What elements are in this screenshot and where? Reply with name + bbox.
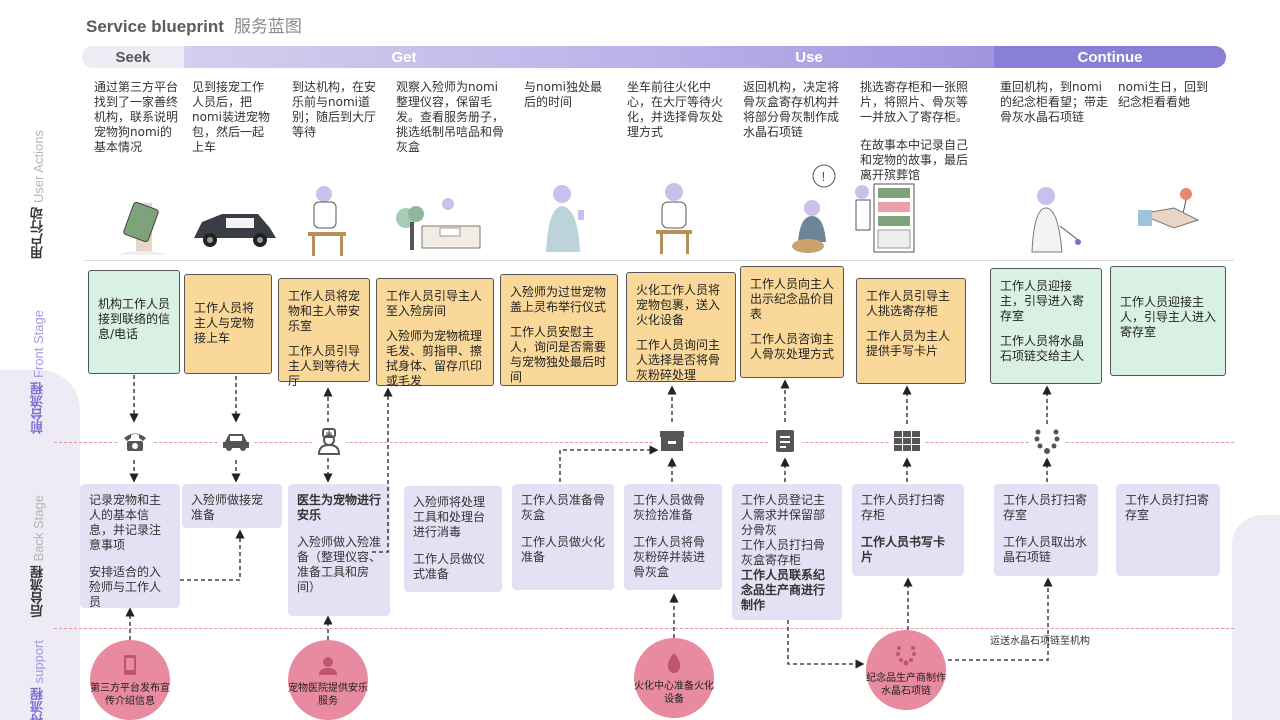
user-action-2: 见到接宠工作人员后，把nomi装进宠物包，然后一起上车 bbox=[192, 80, 270, 154]
phase-use: Use bbox=[624, 46, 994, 68]
doctor-icon bbox=[319, 657, 337, 675]
back-box-7: 工作人员登记主人需求并保留部分骨灰工作人员打扫骨灰盒寄存柜工作人员联系纪念品生产… bbox=[732, 484, 842, 620]
hand-flower-illustration bbox=[1138, 188, 1200, 229]
user-action-9: 重回机构，到nomi的纪念柜看望；带走骨灰水晶石项链 bbox=[1000, 80, 1109, 124]
mobile-phone-icon bbox=[124, 655, 136, 675]
flame-icon bbox=[667, 653, 681, 673]
back-box-4: 入殓师将处理工具和处理台进行消毒工作人员做仪式准备 bbox=[404, 486, 502, 592]
car-illustration bbox=[194, 214, 276, 247]
front-note-1: 机构工作人员接到联络的信息/电话 bbox=[88, 270, 180, 374]
user-action-10: nomi生日，回到纪念柜看看她 bbox=[1118, 80, 1208, 109]
desk-illustration bbox=[396, 198, 481, 250]
telephone-icon bbox=[118, 424, 152, 458]
right-decoration-band bbox=[1232, 515, 1280, 720]
phase-continue: Continue bbox=[994, 46, 1226, 68]
back-box-2: 入殓师做接宠准备 bbox=[182, 484, 282, 528]
car-icon bbox=[219, 424, 253, 458]
transport-necklace-label: 运送水晶石项链至机构 bbox=[990, 636, 1090, 647]
front-note-7: 工作人员向主人出示纪念品价目表工作人员咨询主人骨灰处理方式 bbox=[740, 266, 844, 378]
lane-label-back-stage: 后台流程 Back Stage bbox=[31, 495, 46, 618]
back-box-1: 记录宠物和主人的基本信息，并记录注意事项安排适合的入殓师与工作人员 bbox=[80, 484, 180, 609]
front-note-2: 工作人员将主人与宠物接上车 bbox=[184, 274, 272, 374]
svg-text:!: ! bbox=[821, 170, 826, 184]
user-action-4: 观察入殓师为nomi整理仪容，保留毛发。查看服务册子，挑选纸制吊唁品和骨灰盒 bbox=[396, 80, 505, 154]
back-box-9: 工作人员打扫寄存室工作人员取出水晶石项链 bbox=[994, 484, 1098, 576]
support-pet-hospital: 宠物医院提供安乐服务 bbox=[288, 640, 368, 720]
person-standing-illustration bbox=[546, 185, 584, 252]
back-box-3: 医生为宠物进行安乐入殓师做入殓准备（整理仪容、准备工具和房间） bbox=[288, 484, 390, 616]
phase-seek: Seek bbox=[82, 46, 184, 68]
necklace-icon bbox=[1030, 424, 1064, 458]
back-box-8: 工作人员打扫寄存柜工作人员书写卡片 bbox=[852, 484, 964, 576]
left-decoration-band bbox=[0, 370, 80, 720]
front-note-4: 工作人员引导主人至入殓房间入殓师为宠物梳理毛发、剪指甲、擦拭身体、留存爪印或毛发 bbox=[376, 278, 494, 388]
front-note-6: 火化工作人员将宠物包裹，送入火化设备工作人员询问主人选择是否将骨灰粉碎处理 bbox=[626, 272, 736, 382]
person-chair-illustration bbox=[656, 183, 692, 254]
storage-cabinet-illustration bbox=[855, 183, 915, 253]
user-action-3: 到达机构，在安乐前与nomi道别；随后到大厅等待 bbox=[292, 80, 377, 139]
cremation-box-icon bbox=[655, 424, 689, 458]
lane-label-user-actions: 用户行动 User Actions bbox=[31, 130, 46, 260]
front-note-5: 入殓师为过世宠物盖上灵布举行仪式工作人员安慰主人，询问是否需要与宠物独处最后时间 bbox=[500, 274, 618, 386]
user-action-8: 挑选寄存柜和一张照片，将照片、骨灰等一并放入了寄存柜。 bbox=[860, 80, 969, 124]
thinking-person-illustration: ! bbox=[792, 164, 836, 253]
person-sitting-illustration bbox=[308, 186, 346, 256]
back-box-10: 工作人员打扫寄存室 bbox=[1116, 484, 1220, 576]
support-third-party-platform: 第三方平台发布宣传介绍信息 bbox=[90, 640, 170, 720]
support-souvenir-maker: 纪念品生产商制作水晶石项链 bbox=[866, 630, 946, 710]
line-of-internal-interaction bbox=[54, 628, 1234, 629]
lane-label-support: 支持流程 support bbox=[31, 640, 46, 720]
back-box-6: 工作人员做骨灰捡拾准备工作人员将骨灰粉碎并装进骨灰盒 bbox=[624, 484, 722, 590]
front-note-10: 工作人员迎接主人，引导主人进入寄存室 bbox=[1110, 266, 1226, 376]
lane-label-front-stage: 前台流程 Front Stage bbox=[31, 310, 46, 435]
user-action-1: 通过第三方平台找到了一家善终机构，联系说明宠物狗nomi的基本情况 bbox=[94, 80, 179, 154]
front-note-3: 工作人员将宠物和主人带安乐室工作人员引导主人到等待大厅 bbox=[278, 278, 370, 388]
necklace-icon bbox=[896, 646, 916, 666]
front-note-8: 工作人员引导主人挑选寄存柜工作人员为主人提供手写卡片 bbox=[856, 278, 966, 384]
cabinet-grid-icon bbox=[890, 424, 924, 458]
phone-hand-illustration bbox=[120, 201, 164, 255]
doctor-icon bbox=[312, 424, 346, 458]
line-of-visibility bbox=[54, 442, 1234, 443]
support-cremation-center: 火化中心准备火化设备 bbox=[634, 638, 714, 718]
user-action-6: 坐车前往火化中心，在大厅等待火化，并选择骨灰处理方式 bbox=[627, 80, 724, 139]
user-action-8-extra: 在故事本中记录自己和宠物的故事，最后离开殡葬馆 bbox=[860, 138, 969, 182]
document-icon bbox=[768, 424, 802, 458]
phase-get: Get bbox=[184, 46, 624, 68]
person-with-necklace-illustration bbox=[1031, 187, 1081, 253]
user-action-7: 返回机构，决定将骨灰盒寄存机构并将部分骨灰制作成水晶石项链 bbox=[743, 80, 840, 139]
front-note-9: 工作人员迎接主，引导进入寄存室工作人员将水晶石项链交给主人 bbox=[990, 268, 1102, 384]
back-box-5: 工作人员准备骨灰盒工作人员做火化准备 bbox=[512, 484, 614, 590]
divider-user-front bbox=[84, 260, 1234, 261]
user-action-5: 与nomi独处最后的时间 bbox=[524, 80, 602, 109]
